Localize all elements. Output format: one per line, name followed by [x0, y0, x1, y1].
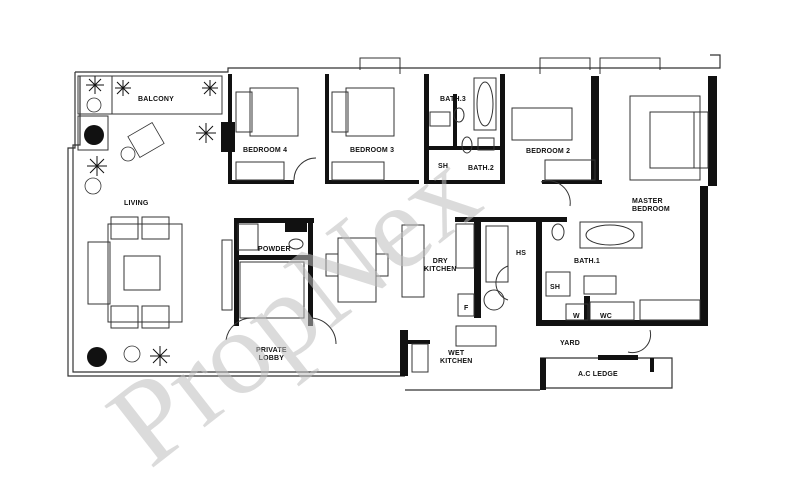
room-label-living: LIVING [124, 200, 149, 207]
living-furniture [87, 216, 183, 329]
room-label-powder: POWDER [258, 246, 291, 253]
room-label-master-bedroom: MASTER BEDROOM [632, 198, 670, 213]
room-label-balcony: BALCONY [138, 96, 175, 103]
walls [221, 74, 717, 390]
room-label-sh-bath1: SH [550, 284, 561, 291]
room-label-wet-kitchen: WET KITCHEN [440, 350, 473, 365]
bath1-fixtures [545, 221, 701, 354]
dining-kitchen-furniture [221, 223, 509, 373]
room-label-fridge: F [464, 305, 469, 312]
planter-pot-icon [84, 125, 104, 145]
room-label-wc: WC [600, 313, 613, 320]
balcony-outline [77, 75, 223, 151]
room-label-hs: HS [516, 250, 527, 257]
room-label-bedroom3: BEDROOM 3 [350, 147, 395, 154]
room-label-bedroom4: BEDROOM 4 [243, 147, 288, 154]
planter-pot-icon [87, 347, 107, 367]
room-label-private-lobby: PRIVATE LOBBY [256, 347, 287, 362]
room-label-w: W [573, 313, 580, 320]
room-label-dry-kitchen: DRY KITCHEN [424, 258, 457, 273]
bedroom-furniture [235, 57, 709, 207]
room-label-bath3: BATH.3 [440, 96, 466, 103]
room-label-ac-ledge: A.C LEDGE [578, 371, 618, 378]
room-label-yard: YARD [560, 340, 580, 347]
plant-icons [86, 76, 218, 366]
room-label-bath1: BATH.1 [574, 258, 600, 265]
room-label-bath2: BATH.2 [468, 165, 494, 172]
room-label-sh-bath2: SH [438, 163, 449, 170]
room-label-bedroom2: BEDROOM 2 [526, 148, 571, 155]
